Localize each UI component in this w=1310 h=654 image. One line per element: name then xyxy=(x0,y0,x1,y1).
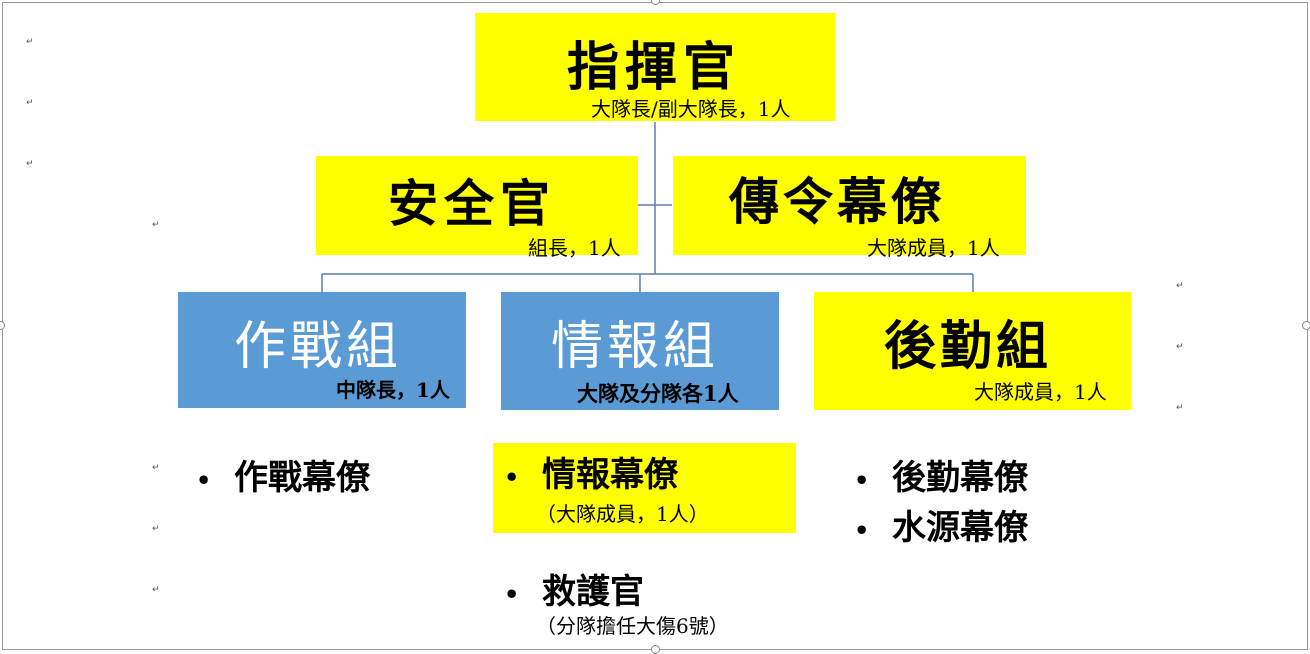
paragraph-mark-icon: ↵ xyxy=(26,37,34,47)
operations-item: • 作戰幕僚 xyxy=(196,450,370,499)
messenger-staff-title: 傳令幕僚 xyxy=(729,172,945,231)
logistics-title: 後勤組 xyxy=(884,316,1053,377)
paragraph-mark-icon: ↵ xyxy=(152,524,160,534)
intelligence-item: • 救護官 xyxy=(504,564,644,613)
bullet-icon: • xyxy=(854,515,870,545)
safety-officer-title: 安全官 xyxy=(388,174,556,233)
paragraph-mark-icon: ↵ xyxy=(26,159,34,169)
paragraph-mark-icon: ↵ xyxy=(1176,281,1184,291)
intelligence-item: • 情報幕僚 xyxy=(504,447,678,496)
logistics-section-box[interactable]: 後勤組 大隊成員，1人 xyxy=(814,292,1131,410)
paragraph-mark-icon: ↵ xyxy=(1176,342,1184,352)
intelligence-subtitle: 大隊及分隊各1人 xyxy=(577,381,739,406)
intelligence-item-note: （分隊擔任大傷6號） xyxy=(536,614,729,638)
commander-box[interactable]: 指揮官 大隊長/副大隊長，1人 xyxy=(475,13,835,121)
resize-handle-top[interactable] xyxy=(651,0,660,5)
intelligence-staff-highlight xyxy=(493,443,796,533)
paragraph-mark-icon: ↵ xyxy=(152,585,160,595)
paragraph-mark-icon: ↵ xyxy=(1176,403,1184,413)
resize-handle-left[interactable] xyxy=(0,321,5,330)
operations-item-label: 作戰幕僚 xyxy=(234,458,370,498)
operations-section-box[interactable]: 作戰組 中隊長，1人 xyxy=(178,292,466,408)
connectors xyxy=(321,122,974,292)
paragraph-mark-icon: ↵ xyxy=(26,98,34,108)
intelligence-title: 情報組 xyxy=(551,317,720,377)
intelligence-item-label: 救護官 xyxy=(542,572,644,612)
commander-title: 指揮官 xyxy=(567,37,742,98)
safety-officer-box[interactable]: 安全官 組長，1人 xyxy=(316,156,638,260)
bullet-icon: • xyxy=(504,462,520,492)
logistics-item: • 後勤幕僚 xyxy=(854,450,1028,499)
messenger-staff-box[interactable]: 傳令幕僚 大隊成員，1人 xyxy=(673,156,1026,260)
logistics-item-label: 後勤幕僚 xyxy=(892,458,1028,498)
logistics-item: • 水源幕僚 xyxy=(854,500,1028,549)
operations-subtitle: 中隊長，1人 xyxy=(336,378,450,402)
intelligence-section-box[interactable]: 情報組 大隊及分隊各1人 xyxy=(501,292,779,410)
logistics-item-label: 水源幕僚 xyxy=(892,508,1028,548)
bullet-icon: • xyxy=(854,465,870,495)
logistics-subtitle: 大隊成員，1人 xyxy=(974,380,1107,404)
commander-subtitle: 大隊長/副大隊長，1人 xyxy=(591,97,791,121)
safety-officer-subtitle: 組長，1人 xyxy=(528,236,621,260)
operations-title: 作戰組 xyxy=(234,317,403,377)
resize-handle-right[interactable] xyxy=(1302,321,1310,330)
intelligence-item-label: 情報幕僚 xyxy=(542,455,678,495)
bullet-icon: • xyxy=(504,579,520,609)
bullet-icon: • xyxy=(196,465,212,495)
messenger-staff-subtitle: 大隊成員，1人 xyxy=(867,236,1000,260)
paragraph-mark-icon: ↵ xyxy=(152,220,160,230)
intelligence-item-note: （大隊成員，1人） xyxy=(536,502,709,526)
paragraph-mark-icon: ↵ xyxy=(152,463,160,473)
